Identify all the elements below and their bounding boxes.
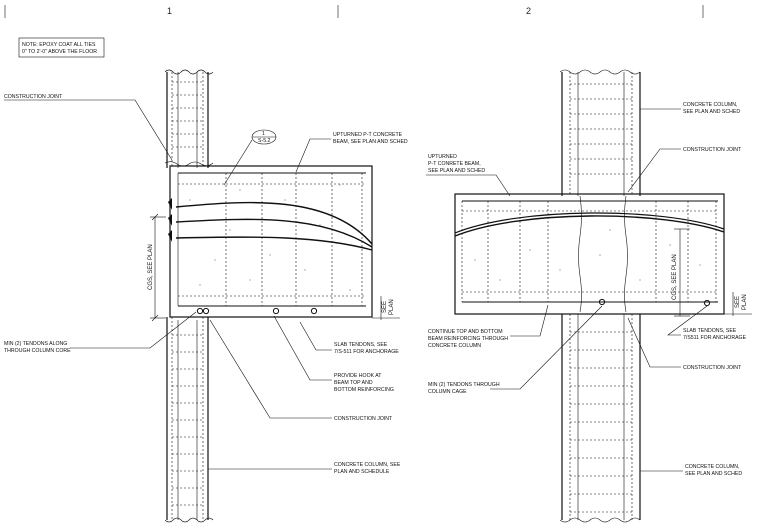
section-tag: 1 S-5.2 xyxy=(223,129,277,186)
construction-joint-top-label-2: CONSTRUCTION JOINT xyxy=(683,147,742,153)
hook-label-1: PROVIDE HOOK AT xyxy=(334,373,382,379)
construction-joint-bottom-label-2: CONSTRUCTION JOINT xyxy=(683,365,742,371)
cgs-dimension-2: CGS, SEE PLAN xyxy=(672,228,690,317)
column-label-2: PLAN AND SCHEDULE xyxy=(334,469,390,475)
tendon-b xyxy=(454,212,725,234)
slab-tendons-label-2-1: SLAB TENDONS, SEE xyxy=(683,328,737,334)
min-tendons-label-1: MIN (2) TENDONS ALONG xyxy=(4,341,67,347)
see-plan-marker-2: SEE PLAN xyxy=(724,292,752,316)
min-tendons-label-2-2: COLUMN CAGE xyxy=(428,389,467,395)
tendon-anchors xyxy=(168,198,172,242)
min-tendons-label-2: THROUGH COLUMN CORE xyxy=(4,348,71,354)
hook-label-3: BOTTOM REINFORCING xyxy=(334,387,394,393)
tendon-2 xyxy=(175,218,373,248)
column-top-label-1: CONCRETE COLUMN, xyxy=(683,102,737,108)
construction-joint-top-label: CONSTRUCTION JOINT xyxy=(4,94,63,100)
column-upper-2 xyxy=(559,69,641,196)
continue-label-1: CONTINUE TOP AND BOTTOM xyxy=(428,329,503,335)
column-upper xyxy=(164,69,214,168)
min-tendons-label-2-1: MIN (2) TENDONS THROUGH xyxy=(428,382,500,388)
upturned-beam-2 xyxy=(454,193,725,315)
cgs-dimension: CGS, SEE PLAN xyxy=(148,213,166,322)
column-bottom-label-2: SEE PLAN AND SCHED xyxy=(685,471,742,477)
tendon-1 xyxy=(175,201,373,245)
column-lower-2 xyxy=(559,314,641,523)
sheet-frame: 1 2 xyxy=(4,5,704,18)
column-bottom-label-1: CONCRETE COLUMN, xyxy=(685,464,739,470)
detail-1: NOTE: EPOXY COAT ALL TIES 0" TO 2'-0" AB… xyxy=(4,37,408,523)
note-line-2: 0" TO 2'-0" ABOVE THE FLOOR xyxy=(22,49,97,55)
beam-label-2-1: UPTURNED xyxy=(428,154,457,160)
cgs-label: CGS, SEE PLAN xyxy=(148,244,154,290)
construction-joint-bottom-label: CONSTRUCTION JOINT xyxy=(334,416,393,422)
beam-label-1: UPTURNED P-T CONCRETE xyxy=(333,132,403,138)
see-plan-marker: SEE PLAN xyxy=(372,296,400,320)
continue-label-2: BEAM REINFORCING THROUGH xyxy=(428,336,508,342)
section-tag-top: 1 xyxy=(262,131,265,137)
slab-tendons-label-1: SLAB TENDONS, SEE xyxy=(334,342,388,348)
column-label-1: CONCRETE COLUMN, SEE xyxy=(334,462,401,468)
slab-tendons-label-2-2: 7/S511 FOR ANCHORAGE xyxy=(683,335,747,341)
cgs-label-2: CGS, SEE PLAN xyxy=(672,254,678,300)
detail-2-number: 2 xyxy=(526,6,531,16)
column-top-label-2: SEE PLAN AND SCHED xyxy=(683,109,740,115)
note-box xyxy=(18,37,105,58)
see-plan-2-line-1: SEE xyxy=(735,296,741,308)
upturned-beam xyxy=(168,165,373,318)
beam-label-2-3: SEE PLAN AND SCHED xyxy=(428,168,485,174)
beam-label-2: BEAM, SEE PLAN AND SCHED xyxy=(333,139,408,145)
note-line-1: NOTE: EPOXY COAT ALL TIES xyxy=(22,42,96,48)
beam-label-2-2: P-T CONRETE BEAM, xyxy=(428,161,481,167)
column-lower xyxy=(164,317,214,523)
section-tag-bottom: S-5.2 xyxy=(258,138,271,144)
tendon-3 xyxy=(175,236,373,251)
slab-tendons-label-2: 7/S-511 FOR ANCHORAGE xyxy=(334,349,399,355)
hook-label-2: BEAM TOP AND xyxy=(334,380,373,386)
tendon-a xyxy=(454,215,725,237)
detail-1-number: 1 xyxy=(167,6,172,16)
see-plan-line-2: PLAN xyxy=(389,299,395,315)
detail-2: CGS, SEE PLAN SEE PLAN CONCRETE COLUMN, … xyxy=(426,69,752,523)
see-plan-line-1: SEE xyxy=(382,301,388,313)
see-plan-2-line-2: PLAN xyxy=(742,294,748,310)
continue-label-3: CONCRETE COLUMN xyxy=(428,343,481,349)
